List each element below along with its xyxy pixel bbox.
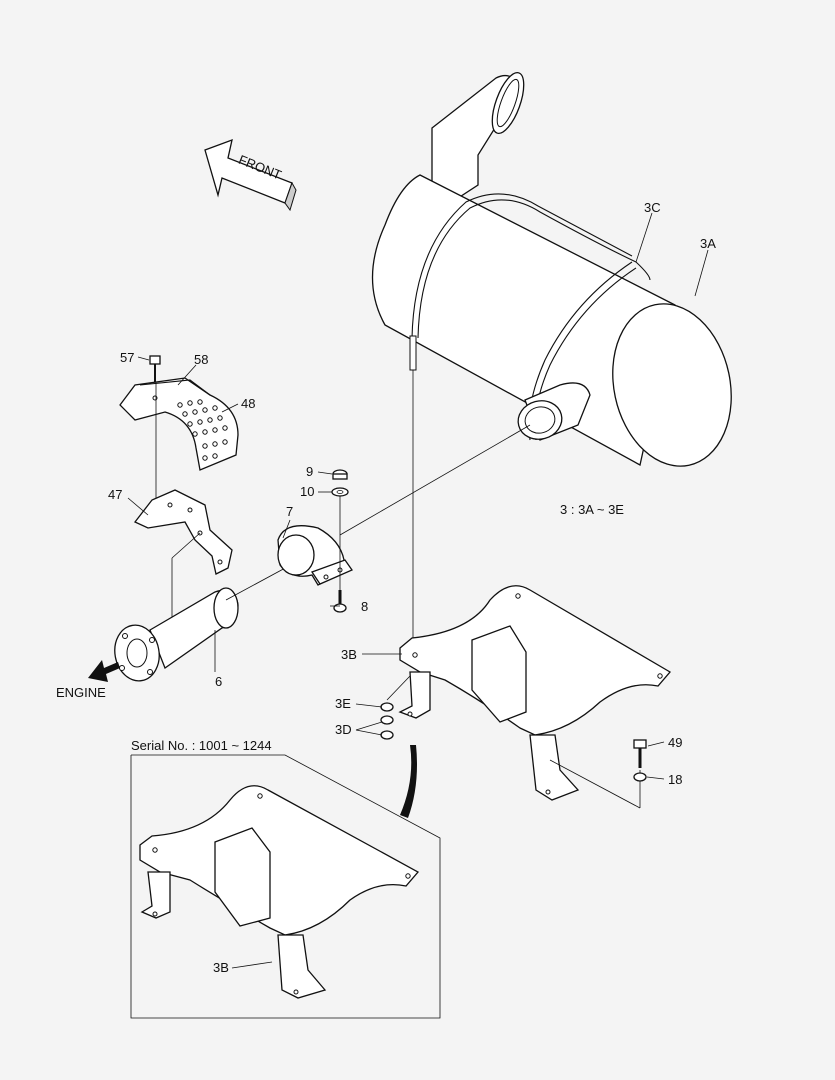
heat-cover [119,377,239,471]
callout-47: 47 [108,487,122,502]
callout-6: 6 [215,674,222,689]
bolt-57 [149,355,161,382]
nut-18 [633,772,647,782]
callout-3d: 3D [335,722,352,737]
serial-inset [130,745,441,1019]
engine-arrow [88,660,120,682]
pipe-6 [114,587,239,682]
callout-3b: 3B [341,647,357,662]
nut-9 [332,469,348,480]
callout-10: 10 [300,484,314,499]
callout-18: 18 [668,772,682,787]
callout-8: 8 [361,599,368,614]
callout-57: 57 [120,350,134,365]
washer-10 [331,487,349,497]
callout-leaders [127,212,709,969]
nut-3e [380,702,394,712]
callout-3c: 3C [644,200,661,215]
bracket-47 [133,489,233,575]
engine-label: ENGINE [56,685,106,700]
serial-note: Serial No. : 1001 ~ 1244 [131,738,272,753]
callout-3e: 3E [335,696,351,711]
bolt-49 [633,739,647,768]
set-note: 3 : 3A ~ 3E [560,502,624,517]
muffler [371,72,732,467]
clamp-7 [277,525,353,586]
callout-49: 49 [668,735,682,750]
callout-3a: 3A [700,236,716,251]
callout-58: 58 [194,352,208,367]
callout-9: 9 [306,464,313,479]
callout-3b-inset: 3B [213,960,229,975]
callout-7: 7 [286,504,293,519]
callout-48: 48 [241,396,255,411]
support-3b [398,585,671,801]
